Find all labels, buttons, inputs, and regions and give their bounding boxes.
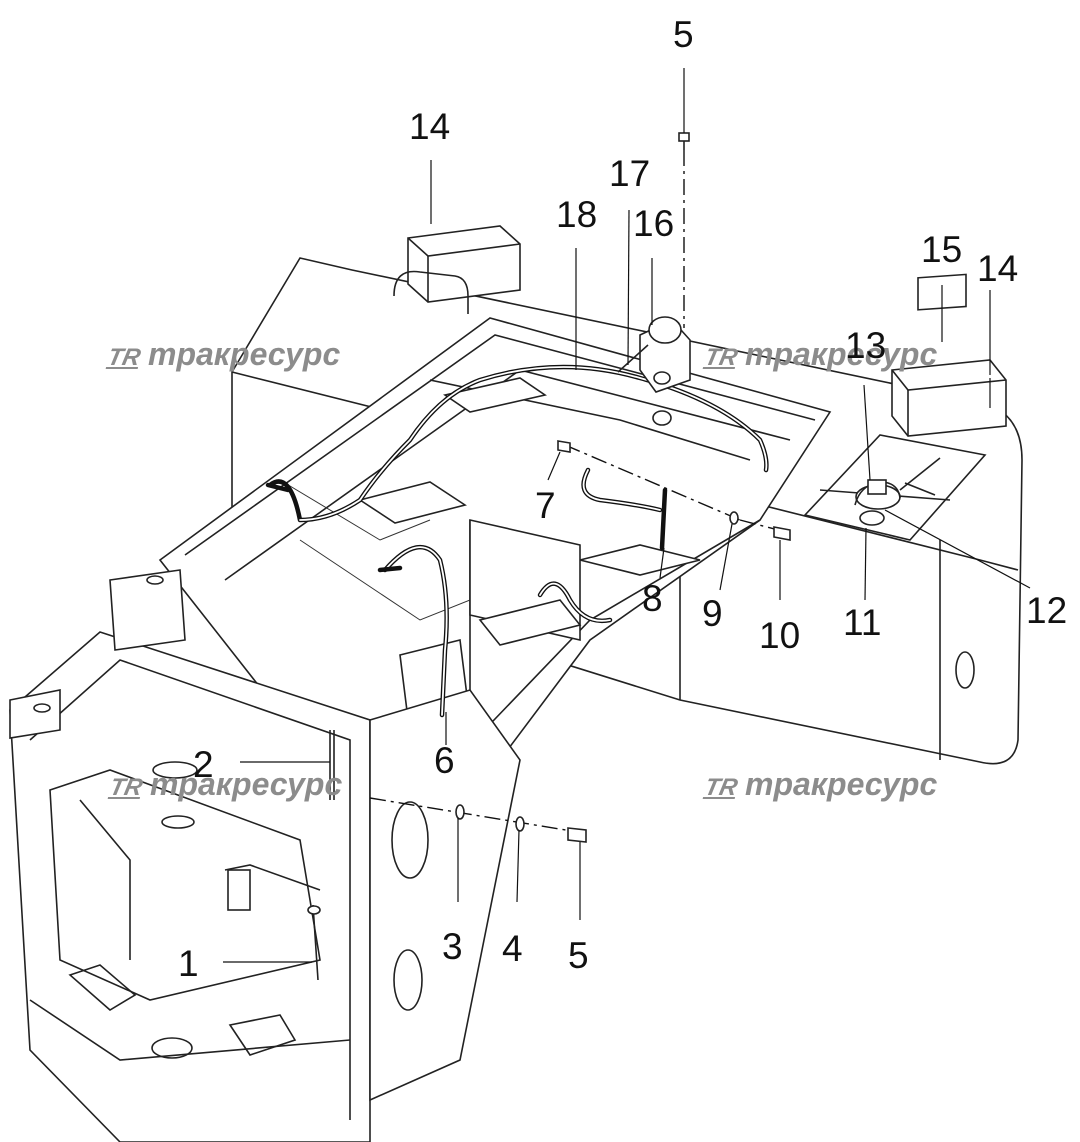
callout-3: 3 (442, 926, 463, 967)
watermark-text: тракресурс (150, 766, 343, 802)
callout-18: 18 (556, 194, 598, 235)
watermark-text: тракресурс (745, 766, 938, 802)
bolt-top (678, 132, 690, 328)
callout-17: 17 (609, 153, 651, 194)
callout-13: 13 (845, 325, 887, 366)
callout-1: 1 (178, 943, 199, 984)
watermark-text: тракресурс (148, 336, 341, 372)
callout-14-right: 14 (977, 248, 1019, 289)
watermark-logo: TR (107, 774, 145, 801)
callout-14-left: 14 (409, 106, 451, 147)
callout-2: 2 (193, 744, 214, 785)
callout-15: 15 (921, 229, 963, 270)
callout-6: 6 (434, 740, 455, 781)
watermark-logo: TR (702, 344, 740, 371)
callout-5-bottom: 5 (568, 935, 589, 976)
battery-disconnect (803, 434, 987, 541)
callout-11: 11 (843, 602, 882, 643)
callout-5-top: 5 (673, 14, 694, 55)
toolbox-left (393, 225, 521, 314)
callout-9: 9 (702, 593, 723, 634)
starter-relay (617, 316, 691, 426)
callout-7: 7 (535, 485, 556, 526)
watermark-logo: TR (105, 344, 143, 371)
callout-12: 12 (1026, 590, 1068, 631)
callout-4: 4 (502, 928, 523, 969)
watermark-logo: TR (702, 774, 740, 801)
front-frame (9, 569, 521, 1142)
watermark-text: тракресурс (745, 336, 938, 372)
fasteners (307, 440, 791, 981)
leader-lines (223, 68, 1031, 963)
callout-10: 10 (759, 615, 801, 656)
callout-16: 16 (633, 203, 675, 244)
callout-8: 8 (642, 578, 663, 619)
harness-main (265, 364, 769, 718)
